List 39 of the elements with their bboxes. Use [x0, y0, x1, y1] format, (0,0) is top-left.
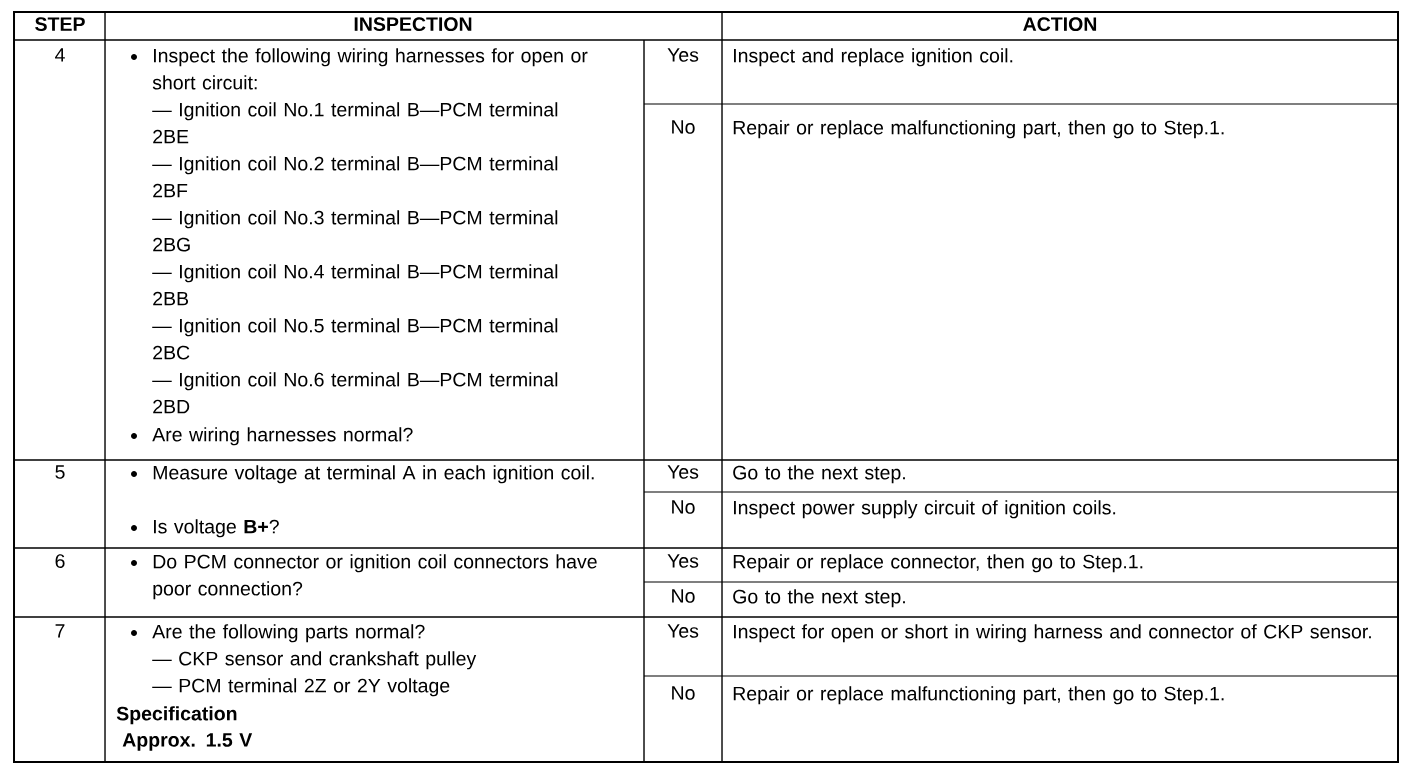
inspection-text: — Ignition coil No.1 terminal B—PCM terminal 2BE	[152, 102, 558, 144]
inspection-text: Are the following parts normal?	[152, 624, 425, 643]
column-header: STEP	[35, 17, 85, 31]
answer-label: Yes	[667, 554, 699, 568]
inspection-text: — Ignition coil No.3 terminal B—PCM terminal 2BG	[152, 210, 558, 252]
answer-label: No	[672, 120, 695, 134]
step-number: 7	[55, 624, 65, 638]
answer-label: Yes	[667, 48, 699, 62]
inspection-text: Do PCM connector or ignition coil connectors have poor connection?	[153, 554, 597, 600]
action-text: Inspect and replace ignition coil.	[734, 48, 1013, 67]
inspection-text: Is voltage B+?	[154, 519, 279, 538]
inspection-text: — Ignition coil No.5 terminal B—PCM terminal 2BC	[152, 318, 558, 360]
inspection-text: — PCM terminal 2Z or 2Y voltage	[152, 678, 450, 697]
action-text: Repair or replace connector, then go to Step.1.	[733, 554, 1143, 573]
action-text: Repair or replace malfunctioning part, then go to Step.1.	[733, 120, 1224, 139]
inspection-text: — Ignition coil No.2 terminal B—PCM terminal 2BF	[152, 156, 558, 198]
inspection-text: Are wiring harnesses normal?	[152, 427, 413, 446]
inspection-text: — Ignition coil No.4 terminal B—PCM terminal 2BB	[152, 264, 558, 306]
inspection-text: Inspect the following wiring harnesses for open or short circuit:	[152, 48, 588, 90]
action-text: Go to the next step.	[733, 589, 905, 608]
answer-label: No	[672, 686, 695, 700]
specification-text: Specification	[116, 706, 237, 725]
action-text: Go to the next step.	[733, 465, 905, 484]
step-number: 5	[55, 465, 65, 479]
inspection-text: Measure voltage at terminal A in each ignition coil.	[153, 465, 594, 484]
step-number: 6	[55, 554, 65, 568]
action-text: Inspect power supply circuit of ignition coils.	[734, 500, 1116, 519]
inspection-text: — Ignition coil No.6 terminal B—PCM terminal 2BD	[152, 372, 558, 414]
answer-label: Yes	[667, 624, 699, 638]
step-number: 4	[55, 48, 65, 62]
answer-label: No	[672, 500, 695, 514]
specification-text: Approx. 1.5 V	[122, 733, 253, 751]
inspection-text: — CKP sensor and crankshaft pulley	[152, 651, 477, 670]
answer-label: No	[672, 589, 695, 603]
column-header: INSPECTION	[354, 17, 472, 31]
column-header: ACTION	[1023, 17, 1097, 31]
action-text: Inspect for open or short in wiring harness and connector of CKP sensor.	[734, 624, 1371, 643]
answer-label: Yes	[667, 465, 699, 479]
action-text: Repair or replace malfunctioning part, then go to Step.1.	[733, 686, 1224, 705]
